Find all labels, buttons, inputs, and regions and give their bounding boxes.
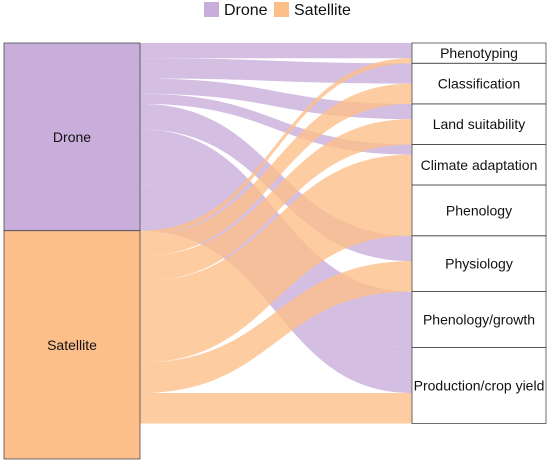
- link-satellite-to-classification: [140, 83, 412, 257]
- node-label-drone: Drone: [53, 129, 91, 145]
- node-label-climate-adaptation: Climate adaptation: [421, 157, 538, 173]
- legend-swatch-satellite: [274, 2, 289, 17]
- node-label-classification: Classification: [438, 76, 520, 92]
- legend-label-drone: Drone: [224, 2, 268, 19]
- legend-label-satellite: Satellite: [294, 2, 351, 19]
- node-label-land-suitability: Land suitability: [433, 116, 526, 132]
- link-satellite-to-phenotyping: [140, 58, 412, 236]
- link-satellite-to-climate-adaptation: [140, 154, 412, 312]
- node-label-production-crop-yield: Production/crop yield: [414, 377, 545, 393]
- link-satellite-to-production-crop-yield: [140, 393, 412, 424]
- legend: Drone Satellite: [204, 2, 351, 19]
- link-satellite-to-physiology: [140, 261, 412, 394]
- node-label-physiology: Physiology: [445, 256, 513, 272]
- link-drone-to-phenotyping: [140, 43, 412, 59]
- link-satellite-to-land-suitability: [140, 119, 412, 282]
- legend-swatch-drone: [204, 2, 219, 17]
- node-label-phenology-growth: Phenology/growth: [423, 311, 535, 327]
- node-satellite: [3, 230, 141, 460]
- link-satellite-to-phenology: [140, 185, 412, 363]
- node-production-crop-yield: [411, 346, 547, 424]
- node-label-phenotyping: Phenotyping: [440, 45, 518, 61]
- node-drone: [3, 42, 141, 232]
- node-label-phenology: Phenology: [446, 202, 512, 218]
- link-layer: [140, 43, 412, 424]
- node-label-satellite: Satellite: [47, 337, 97, 353]
